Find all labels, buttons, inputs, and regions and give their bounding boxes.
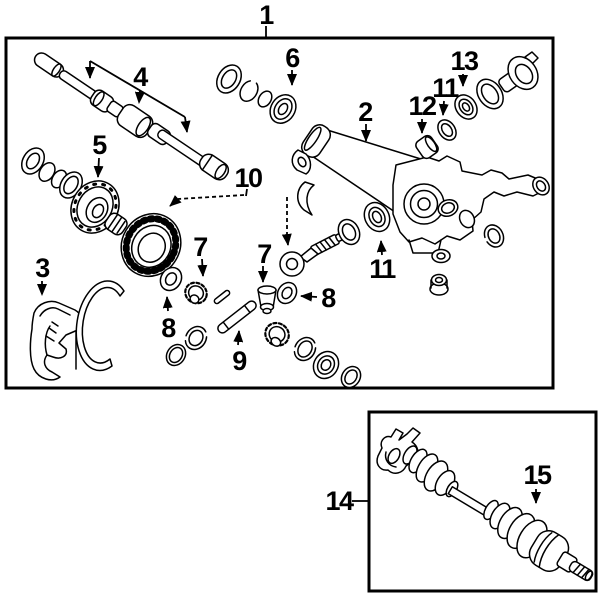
side-gear-washer (159, 266, 183, 292)
callout-11-bottom-label: 11 (369, 254, 396, 284)
companion-flange-yoke (498, 51, 539, 93)
callout-4-label: 4 (133, 62, 148, 92)
leader-9 (233, 330, 244, 346)
callout-7-right-label: 7 (257, 239, 271, 269)
lock-pin (213, 289, 231, 305)
lower-side-gear (264, 321, 290, 347)
main-diagram-frame (4, 36, 555, 390)
differential-case (70, 180, 128, 236)
drive-pinion (279, 230, 349, 277)
callout-7-left-label: 7 (193, 232, 207, 262)
cover-gasket (75, 280, 125, 372)
housing-snap-ring (483, 224, 505, 248)
callout-12-label: 12 (408, 91, 436, 121)
callout-8-left-label: 8 (161, 313, 176, 343)
leader-8-right (300, 291, 318, 302)
leader-11-bottom (376, 240, 387, 256)
detail-inset-frame (367, 410, 598, 593)
callout-2-label: 2 (358, 97, 372, 127)
axle-housing (291, 124, 550, 254)
housing-o-ring-small (458, 209, 476, 229)
pinion-washer-ring (437, 119, 457, 141)
callout-13-label: 13 (450, 46, 479, 76)
front-axle-inner-shaft (33, 52, 230, 181)
lower-bearing (312, 350, 340, 380)
leader-4-center (134, 89, 145, 104)
lower-snap-ring-right (293, 336, 317, 362)
left-seal-stack (20, 147, 84, 199)
cv-axle-inner-boot (402, 445, 459, 498)
leader-8-left (162, 296, 173, 312)
lower-o-ring-left (165, 343, 187, 367)
callout-3-label: 3 (35, 253, 50, 283)
pinion-cross-shaft (217, 300, 257, 334)
lower-snap-ring-left (184, 325, 208, 351)
side-bearing (363, 201, 391, 233)
leader-4-bracket (89, 60, 186, 118)
pinion-height-washer (276, 281, 298, 305)
callout-15-label: 15 (523, 460, 552, 490)
side-gear-cone (257, 285, 277, 315)
callout-11-top-label: 11 (432, 73, 459, 103)
callout-5-label: 5 (92, 130, 107, 160)
side-pinion-gear (184, 281, 208, 305)
drain-washer (431, 248, 451, 264)
lower-o-ring-right (340, 365, 362, 389)
callout-1-label: 1 (259, 0, 274, 30)
callout-leaders (37, 26, 541, 504)
carrier-seal-row (215, 64, 297, 124)
breather-plug (429, 273, 449, 296)
diff-cover-shield (29, 300, 83, 381)
leader-11-top (438, 100, 449, 116)
pinion-spacer (415, 134, 439, 160)
cv-axle-outer-boot (483, 499, 548, 559)
companion-flange-ring (476, 78, 504, 110)
callout-6-label: 6 (285, 43, 300, 73)
leader-10-dashed-left (177, 194, 245, 200)
leader-4-right (180, 116, 191, 133)
leader-7-left (197, 258, 208, 277)
leader-10-arrow-left (169, 194, 182, 207)
callout-9-label: 9 (232, 346, 247, 376)
leader-10-tick (245, 188, 248, 197)
callout-10-label: 10 (234, 163, 262, 193)
cv-axle-stub-shaft (556, 551, 594, 582)
leader-10-arrow-down (281, 233, 292, 246)
ring-gear (120, 212, 182, 278)
pinion-oil-seal (337, 218, 361, 246)
callout-8-right-label: 8 (321, 283, 336, 313)
leader-5 (93, 157, 104, 178)
pinion-rear-bearing (454, 94, 478, 120)
callout-14-label: 14 (325, 486, 354, 516)
